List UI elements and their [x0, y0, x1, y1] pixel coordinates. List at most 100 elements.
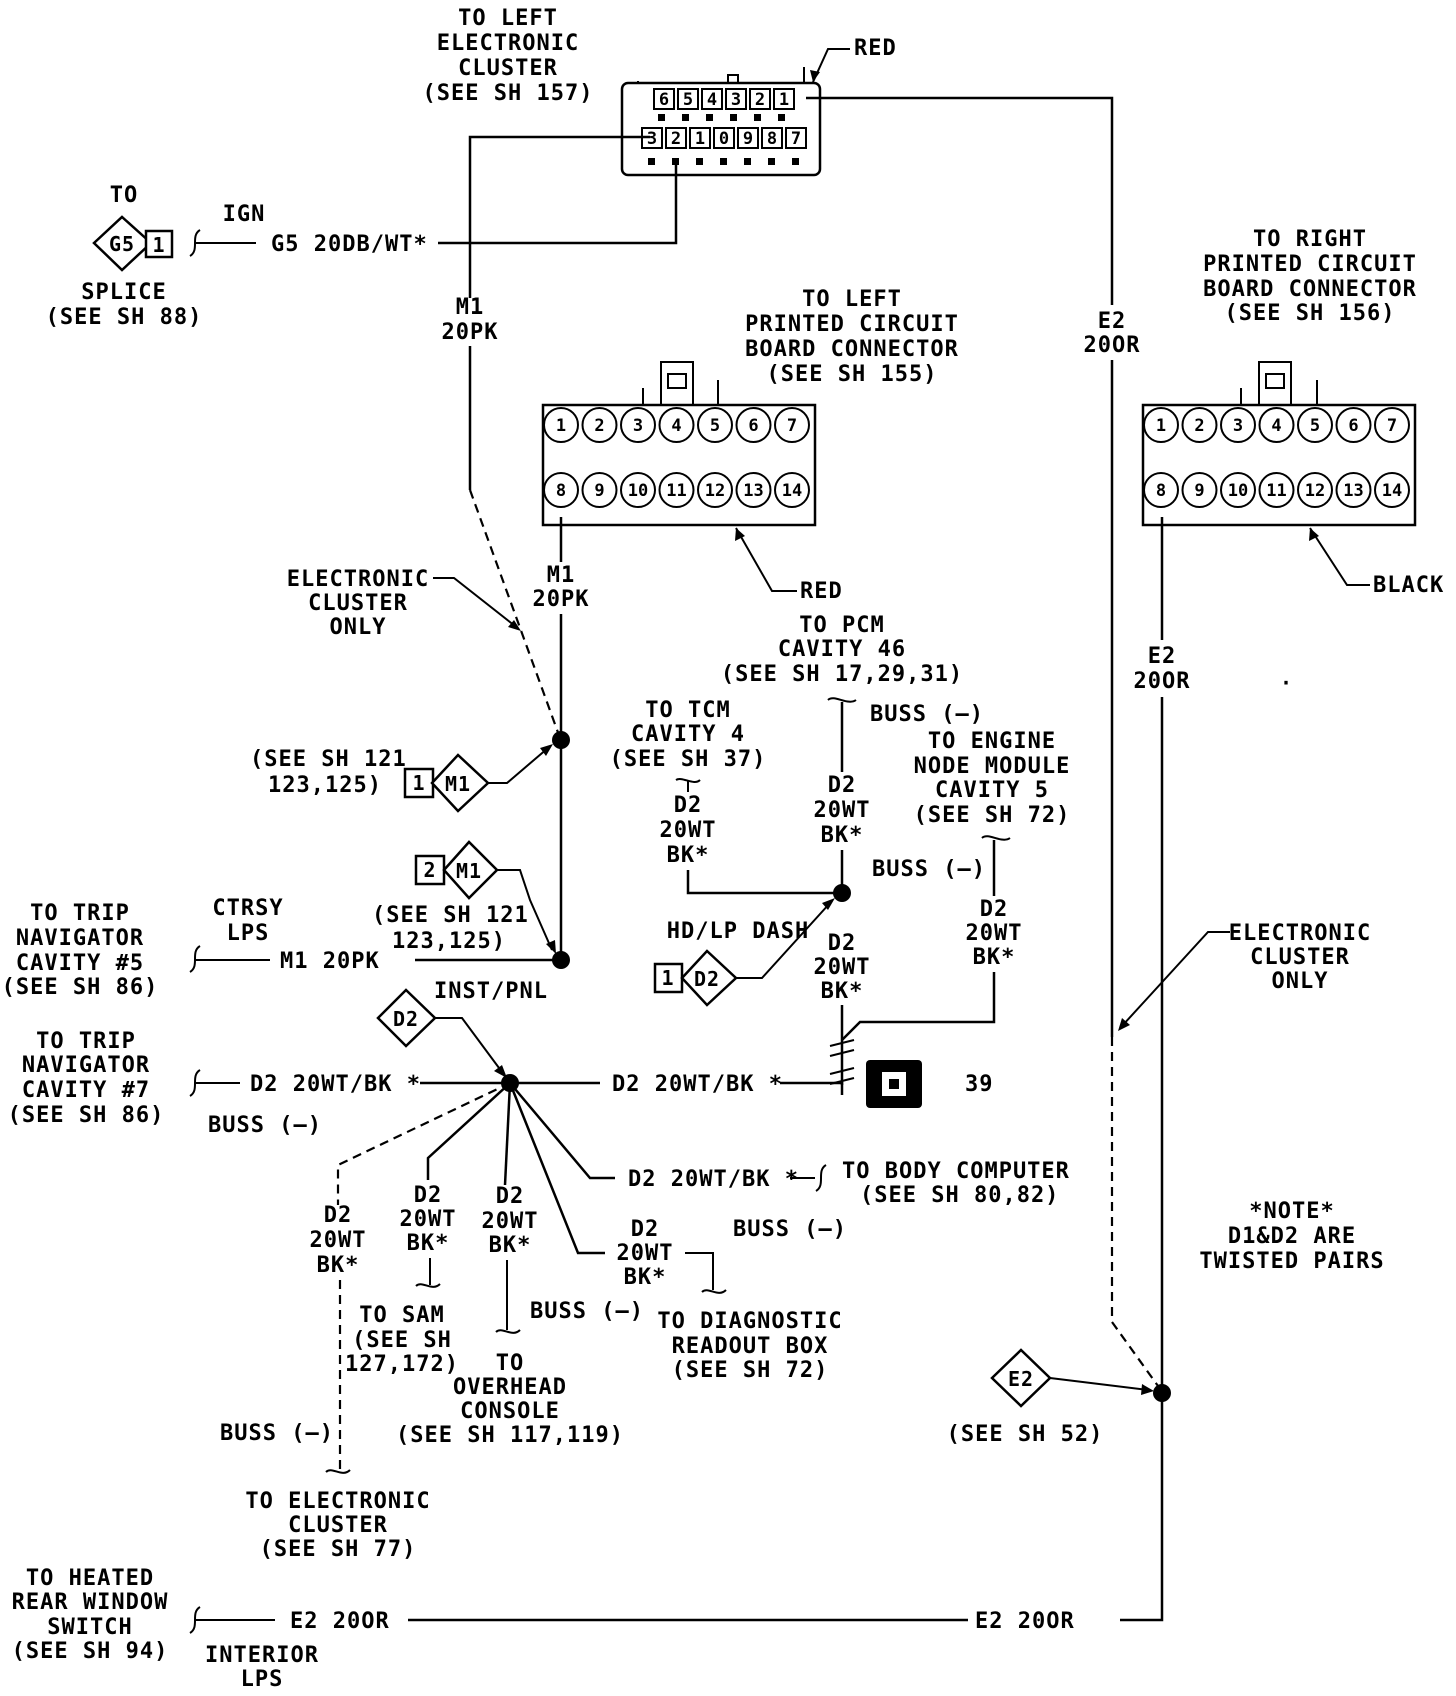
svg-text:M1: M1 — [456, 859, 482, 883]
svg-text:TO ENGINE: TO ENGINE — [928, 729, 1056, 754]
svg-text:READOUT BOX: READOUT BOX — [672, 1334, 829, 1359]
connector-pin — [697, 407, 733, 443]
svg-text:D2 20WT/BK *: D2 20WT/BK * — [612, 1072, 783, 1097]
svg-text:(SEE SH 121: (SEE SH 121 — [372, 903, 529, 928]
svg-text:(SEE SH 157): (SEE SH 157) — [423, 81, 594, 106]
svg-text:BK*: BK* — [624, 1265, 667, 1290]
svg-text:BK*: BK* — [489, 1233, 532, 1258]
connector-pin-label: 10 — [1228, 481, 1248, 501]
svg-text:BUSS (—): BUSS (—) — [872, 857, 986, 882]
svg-text:ELECTRONIC: ELECTRONIC — [437, 31, 579, 56]
svg-text:D2: D2 — [393, 1007, 419, 1031]
cluster-pin-label: 6 — [659, 90, 669, 110]
svg-text:20WT: 20WT — [814, 798, 871, 823]
connector-pin-label: 5 — [1310, 416, 1320, 436]
m1-splice-dot-1 — [552, 731, 570, 749]
svg-text:BUSS (—): BUSS (—) — [870, 702, 984, 727]
left-pcb-label: TO LEFT PRINTED CIRCUIT BOARD CONNECTOR … — [745, 287, 958, 387]
svg-text:1: 1 — [152, 233, 165, 257]
svg-text:(SEE SH 80,82): (SEE SH 80,82) — [860, 1183, 1059, 1208]
cluster-pin-label: 8 — [767, 129, 777, 149]
cluster-only-left-label: ELECTRONIC CLUSTER ONLY — [287, 567, 521, 640]
svg-text:D2: D2 — [496, 1184, 525, 1209]
e2-right-bus — [1120, 697, 1164, 1622]
svg-text:M1: M1 — [547, 563, 576, 588]
svg-text:NODE MODULE: NODE MODULE — [914, 754, 1071, 779]
svg-text:BUSS (—): BUSS (—) — [733, 1217, 847, 1242]
pcm-branch: TO PCM CAVITY 46 (SEE SH 17,29,31) BUSS … — [721, 613, 984, 893]
svg-text:D2: D2 — [631, 1217, 660, 1242]
svg-text:SPLICE: SPLICE — [81, 280, 166, 305]
connector-pin — [543, 472, 579, 508]
svg-text:1: 1 — [412, 771, 425, 795]
svg-text:(SEE SH: (SEE SH — [352, 1328, 452, 1353]
connector-pin — [658, 472, 695, 508]
svg-text:D2 20WT/BK *: D2 20WT/BK * — [250, 1072, 421, 1097]
svg-text:BK*: BK* — [821, 823, 864, 848]
connector-pin — [735, 472, 772, 508]
svg-text:TO ELECTRONIC: TO ELECTRONIC — [245, 1489, 430, 1514]
svg-text:HD/LP DASH: HD/LP DASH — [667, 919, 809, 944]
cluster-pin-label: 1 — [779, 90, 789, 110]
svg-text:D2: D2 — [980, 897, 1009, 922]
connector-pin — [620, 472, 656, 508]
engine-node-branch: TO ENGINE NODE MODULE CAVITY 5 (SEE SH 7… — [841, 729, 1071, 1041]
svg-text:20WT: 20WT — [966, 921, 1023, 946]
svg-text:E2: E2 — [1008, 1367, 1034, 1391]
svg-text:(SEE SH 77): (SEE SH 77) — [260, 1537, 417, 1562]
overhead-branch: D2 20WT BK* BUSS (—) TO OVERHEAD CONSOLE… — [396, 1082, 643, 1448]
cluster-pin — [689, 127, 711, 149]
connector-pin — [1258, 472, 1295, 508]
connector-pin — [774, 407, 810, 443]
cluster-pin-label: 1 — [695, 129, 705, 149]
m1-top-label: M1 20PK — [442, 295, 498, 345]
connector-pin — [1181, 407, 1218, 443]
connector-pin-label: 13 — [1343, 481, 1363, 501]
svg-text:INST/PNL: INST/PNL — [434, 979, 548, 1004]
connector-pin-label: 1 — [556, 416, 566, 436]
svg-text:CLUSTER: CLUSTER — [1250, 945, 1350, 970]
connector-pin-label: 9 — [594, 481, 604, 501]
cluster-pin-label: 2 — [755, 90, 765, 110]
cluster-contact — [754, 114, 761, 121]
svg-text:TO: TO — [496, 1351, 525, 1376]
m1-dashed-wire — [468, 489, 562, 739]
connector-pin — [1297, 472, 1333, 508]
cluster-pin — [761, 127, 783, 149]
cluster-contact — [648, 158, 655, 165]
connector-pin-label: 7 — [1387, 416, 1397, 436]
cluster-pin — [785, 127, 807, 149]
svg-text:LPS: LPS — [241, 1667, 284, 1692]
svg-text:·: · — [1280, 671, 1293, 695]
svg-text:(SEE SH 72): (SEE SH 72) — [672, 1358, 829, 1383]
connector-pin-label: 2 — [1194, 416, 1204, 436]
cluster-contact — [720, 158, 727, 165]
tcm-branch: TO TCM CAVITY 4 (SEE SH 37) D2 20WT BK* — [610, 698, 842, 895]
svg-text:E2: E2 — [1148, 644, 1177, 669]
cluster77-branch: D2 20WT BK* BUSS (—) TO ELECTRONIC CLUST… — [220, 1082, 511, 1562]
connector-pin-label: 6 — [1348, 416, 1358, 436]
svg-text:TO DIAGNOSTIC: TO DIAGNOSTIC — [657, 1309, 842, 1334]
m1-wire-top — [468, 135, 650, 298]
cluster-pin — [713, 127, 735, 149]
svg-text:D2: D2 — [414, 1183, 443, 1208]
svg-text:NAVIGATOR: NAVIGATOR — [16, 926, 144, 951]
svg-text:TO TCM: TO TCM — [645, 698, 730, 723]
cluster-contact — [682, 114, 689, 121]
svg-text:D2 20WT/BK *: D2 20WT/BK * — [628, 1167, 799, 1192]
svg-text:20PK: 20PK — [533, 587, 590, 612]
e2-dashed-wire — [1110, 1037, 1164, 1394]
connector-pin-label: 1 — [1156, 416, 1166, 436]
cluster-pin-label: 3 — [647, 129, 657, 149]
svg-text:M1: M1 — [456, 295, 485, 320]
cluster-pin-label: 2 — [671, 129, 681, 149]
cluster-pin-label: 4 — [707, 90, 717, 110]
right-pcb-color: BLACK — [1309, 527, 1443, 598]
svg-text:123,125): 123,125) — [268, 773, 382, 798]
connector-pin-label: 5 — [710, 416, 720, 436]
cluster-pin — [749, 88, 771, 110]
connector-pin — [620, 407, 656, 443]
